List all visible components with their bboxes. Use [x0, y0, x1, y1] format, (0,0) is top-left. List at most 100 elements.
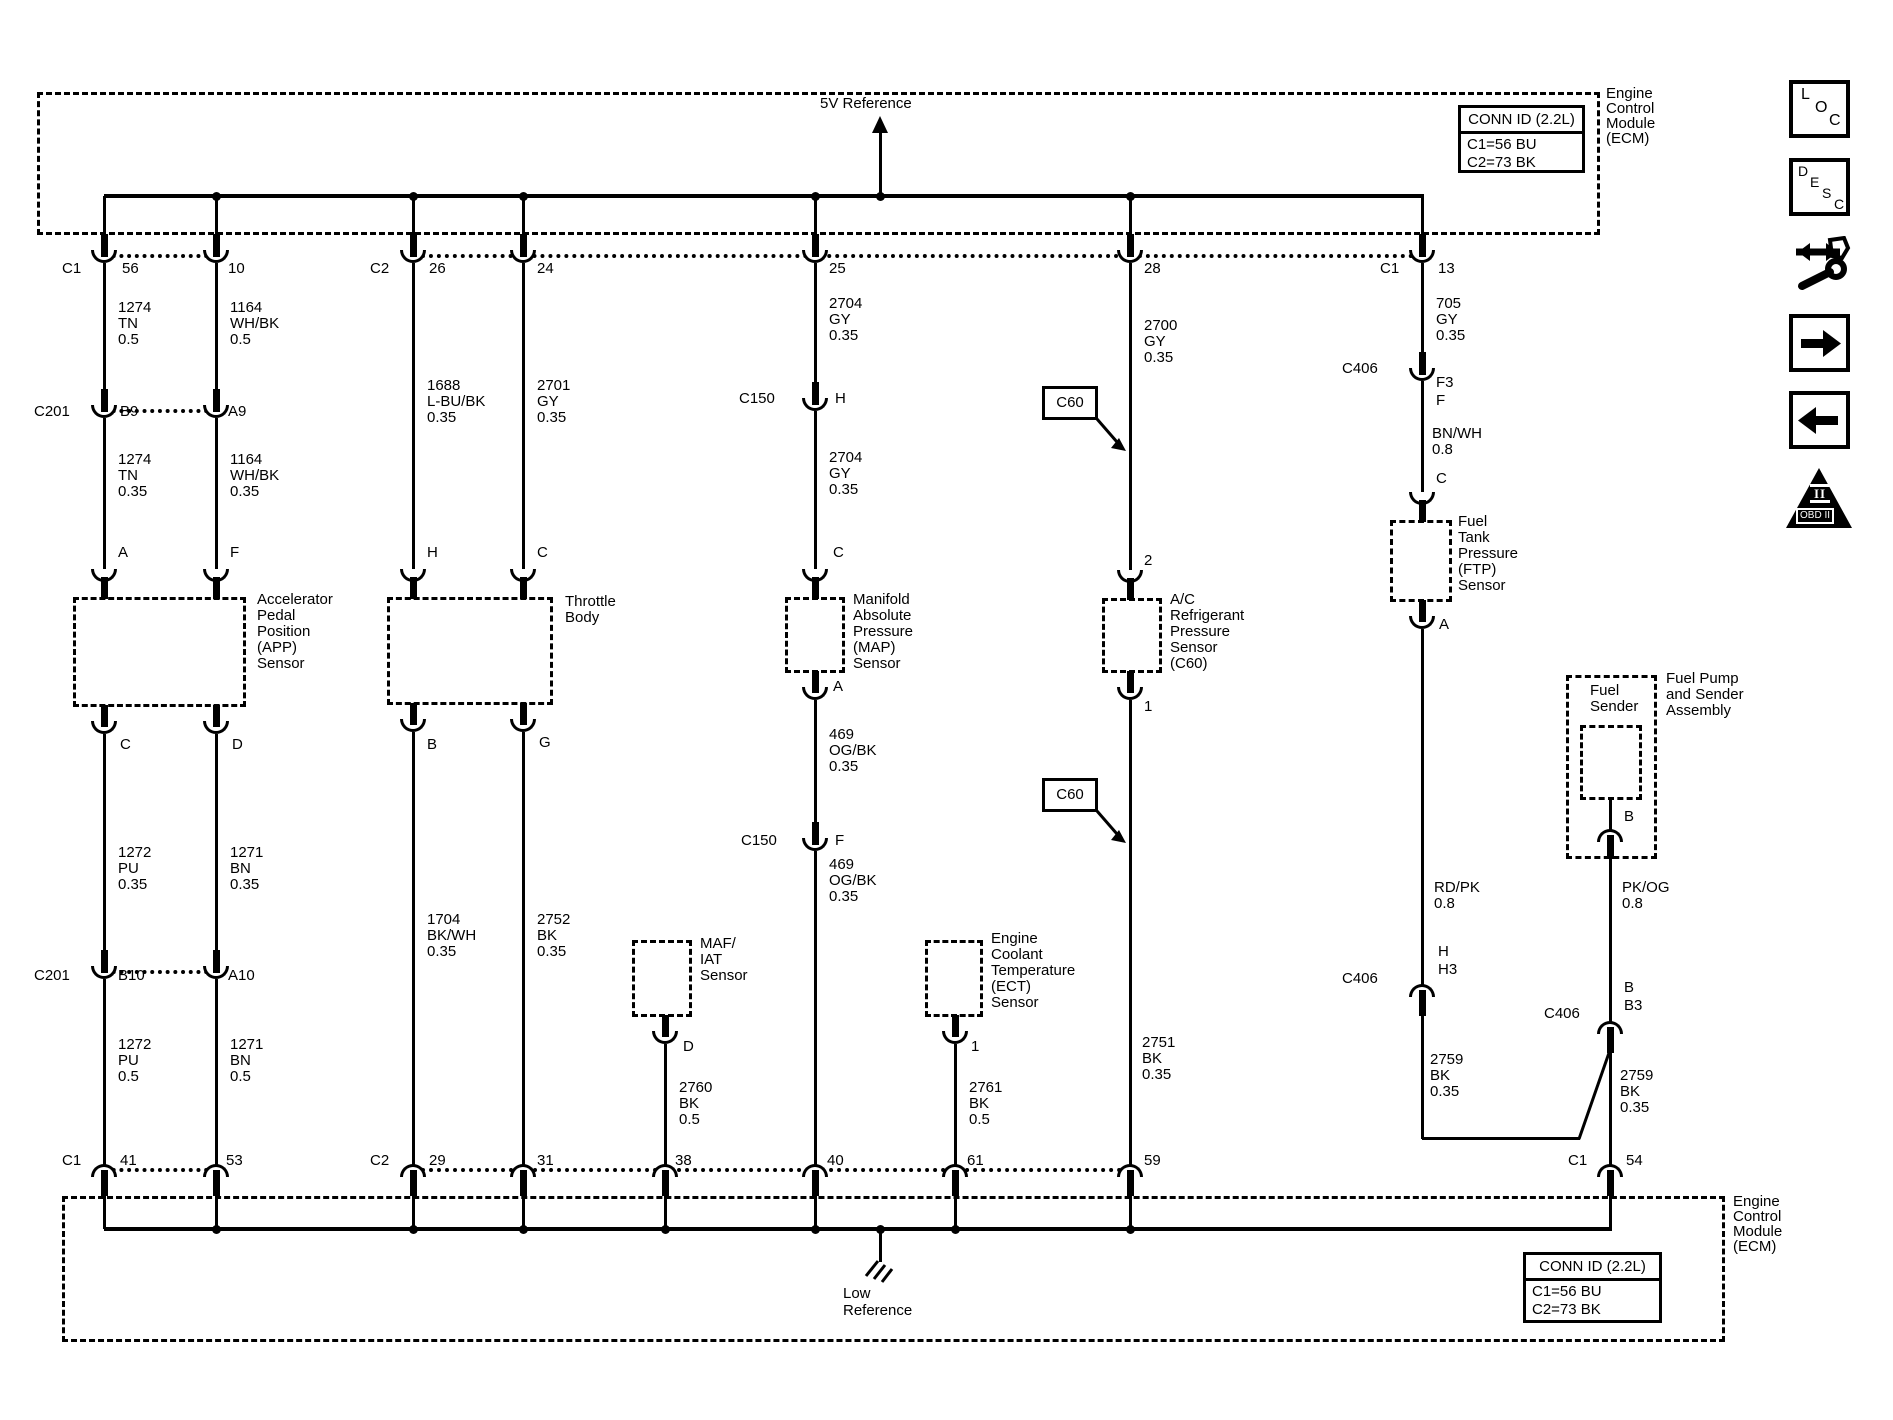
- splice-pin: F: [835, 832, 845, 849]
- wire-circuit: 1164: [230, 451, 263, 468]
- conn-id-c2: C2=73 BK: [1467, 154, 1536, 171]
- connector-pin-stub: [952, 1015, 959, 1037]
- pin-number: 24: [537, 260, 554, 277]
- wire-color: PU: [118, 1052, 139, 1069]
- wire-color: BK: [1142, 1050, 1163, 1067]
- wire-segment: [1421, 263, 1424, 355]
- wire-circuit: 2759: [1430, 1051, 1464, 1068]
- connector-pin-stub: [101, 577, 108, 599]
- splice-connector-label: C406: [1544, 1005, 1580, 1022]
- desc-icon[interactable]: D E S C: [1789, 158, 1850, 216]
- obd2-numeral: II: [1810, 484, 1831, 503]
- back-arrow-icon[interactable]: [1789, 391, 1850, 449]
- wire-circuit: 705: [1436, 295, 1462, 312]
- wire-gauge: 0.35: [1144, 349, 1174, 366]
- desc-letter: E: [1810, 174, 1820, 190]
- device-pin: A: [833, 678, 844, 695]
- connector-pin-stub: [520, 577, 527, 599]
- connector-pin-stub: [410, 234, 417, 257]
- connector-pin-stub: [812, 577, 819, 599]
- wire-color: BK: [537, 927, 558, 944]
- ecm-label: Control: [1733, 1208, 1782, 1225]
- wire-segment: [104, 194, 1424, 198]
- splice-pin: B9: [120, 403, 139, 420]
- wire-gauge: 0.5: [969, 1111, 990, 1128]
- pin-number: 13: [1438, 260, 1455, 277]
- device-label: Fuel Pump: [1666, 670, 1739, 687]
- device-pin: G: [539, 734, 551, 751]
- connector-pin-stub: [1607, 1170, 1614, 1196]
- device-label: Temperature: [991, 962, 1076, 979]
- conn-id-c1: C1=56 BU: [1532, 1283, 1602, 1300]
- wire-circuit: 2752: [537, 911, 571, 928]
- splice-pin: B10: [118, 967, 145, 984]
- wire-segment: [1609, 1048, 1612, 1166]
- junction-dot: [409, 1225, 418, 1234]
- throttle-body-box: [387, 597, 553, 705]
- device-label: (APP): [257, 639, 298, 656]
- wire-segment: [1129, 196, 1132, 236]
- junction-dot: [811, 192, 820, 201]
- splice-pin: H: [835, 390, 846, 407]
- wire-gauge: 0.8: [1622, 895, 1643, 912]
- device-pin: 1: [971, 1038, 980, 1055]
- wire-gauge: 0.35: [537, 409, 567, 426]
- wire-color: PK/OG: [1622, 879, 1670, 896]
- wire-color: GY: [829, 465, 851, 482]
- repair-wrench-icon[interactable]: [1786, 236, 1852, 296]
- wire-gauge: 0.8: [1432, 441, 1453, 458]
- device-label: Sensor: [257, 655, 305, 672]
- c60-callout-box: C60: [1042, 386, 1098, 420]
- wire-segment: [412, 1191, 415, 1229]
- connector-pin-stub: [662, 1015, 669, 1037]
- device-label: Pressure: [1458, 545, 1519, 562]
- wire-color: BK: [1620, 1083, 1641, 1100]
- wire-segment: [103, 196, 106, 236]
- device-label: Pedal: [257, 607, 296, 624]
- wire-segment: [103, 1191, 106, 1229]
- device-label: Sensor: [700, 967, 748, 984]
- wire-segment: [215, 196, 218, 236]
- pin-number: 26: [429, 260, 446, 277]
- device-label: Refrigerant: [1170, 607, 1245, 624]
- wire-color: GY: [829, 311, 851, 328]
- device-label: Tank: [1458, 529, 1490, 546]
- wire-circuit: 1272: [118, 1036, 152, 1053]
- c60-callout-label: C60: [1056, 786, 1084, 803]
- device-label: Assembly: [1666, 702, 1732, 719]
- wire-color: BK: [969, 1095, 990, 1112]
- wire-segment: [1129, 700, 1132, 1166]
- next-arrow-icon[interactable]: [1789, 314, 1850, 372]
- wire-gauge: 0.35: [1430, 1083, 1460, 1100]
- wire-segment: [215, 1191, 218, 1229]
- connector-pin-stub: [812, 822, 819, 845]
- c60-arrow-line: [1095, 418, 1119, 443]
- wire-gauge: 0.35: [230, 876, 260, 893]
- device-label: Coolant: [991, 946, 1043, 963]
- ecm-label: Control: [1606, 100, 1655, 117]
- device-label: Body: [565, 609, 600, 626]
- connector-pin-stub: [101, 705, 108, 727]
- wire-gauge: 0.5: [118, 1068, 139, 1085]
- connector-body-dotted: [413, 1168, 1130, 1172]
- device-label: Fuel: [1458, 513, 1488, 530]
- c60-arrowhead: [1111, 830, 1126, 843]
- five-v-reference-label: 5V Reference: [820, 95, 912, 112]
- wire-gauge: 0.35: [829, 758, 859, 775]
- wire-segment: [1421, 196, 1424, 236]
- splice-pin: B3: [1624, 997, 1643, 1014]
- connector-pin-stub: [812, 1170, 819, 1196]
- device-pin: D: [232, 736, 243, 753]
- low-reference-label: Reference: [843, 1302, 913, 1319]
- device-label: IAT: [700, 951, 723, 968]
- wire-segment: [1609, 800, 1612, 831]
- wire-gauge: 0.5: [118, 331, 139, 348]
- splice-pin: H3: [1438, 961, 1458, 978]
- wire-gauge: 0.5: [230, 331, 251, 348]
- device-pin: C: [1436, 470, 1447, 487]
- wire-gauge: 0.35: [829, 481, 859, 498]
- loc-icon[interactable]: L O C: [1789, 80, 1850, 138]
- pin-connector-label: C1: [1568, 1152, 1588, 1169]
- connector-pin-stub: [812, 234, 819, 257]
- pin-number: 10: [228, 260, 245, 277]
